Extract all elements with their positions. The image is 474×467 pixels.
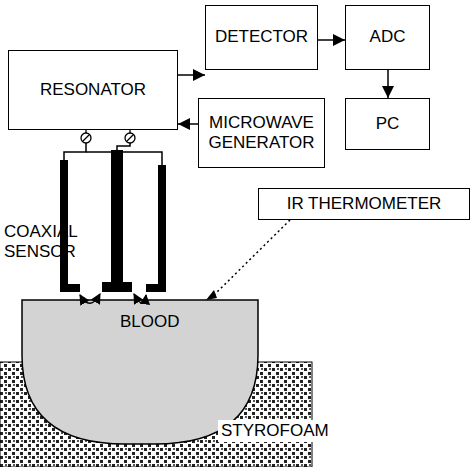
signal-arrow [387,70,389,98]
blood-label: BLOOD [120,312,180,332]
box-label: PC [372,114,404,134]
ir-beam [212,220,290,297]
box-label: DETECTOR [211,27,312,47]
generator-box: MICROWAVE GENERATOR [198,98,325,168]
detector-box: DETECTOR [205,5,318,70]
field-lines [80,294,146,303]
adc-box: ADC [345,5,430,70]
signal-arrow [178,123,198,125]
box-label: MICROWAVE GENERATOR [199,113,324,154]
resonator-box: RESONATOR [8,50,178,130]
box-label: RESONATOR [36,80,150,100]
styrofoam-label: STYROFOAM [218,420,332,442]
box-label: ADC [366,27,410,47]
ir-beam-head [206,290,217,300]
signal-arrow [318,39,345,41]
pc-box: PC [345,98,430,150]
thermometer-box: IR THERMOMETER [258,188,470,220]
box-label: IR THERMOMETER [283,194,446,214]
signal-arrow [178,74,205,76]
coaxial-sensor [60,150,166,292]
terminals [81,130,135,143]
sensor-label: COAXIAL SENSOR [4,222,84,263]
